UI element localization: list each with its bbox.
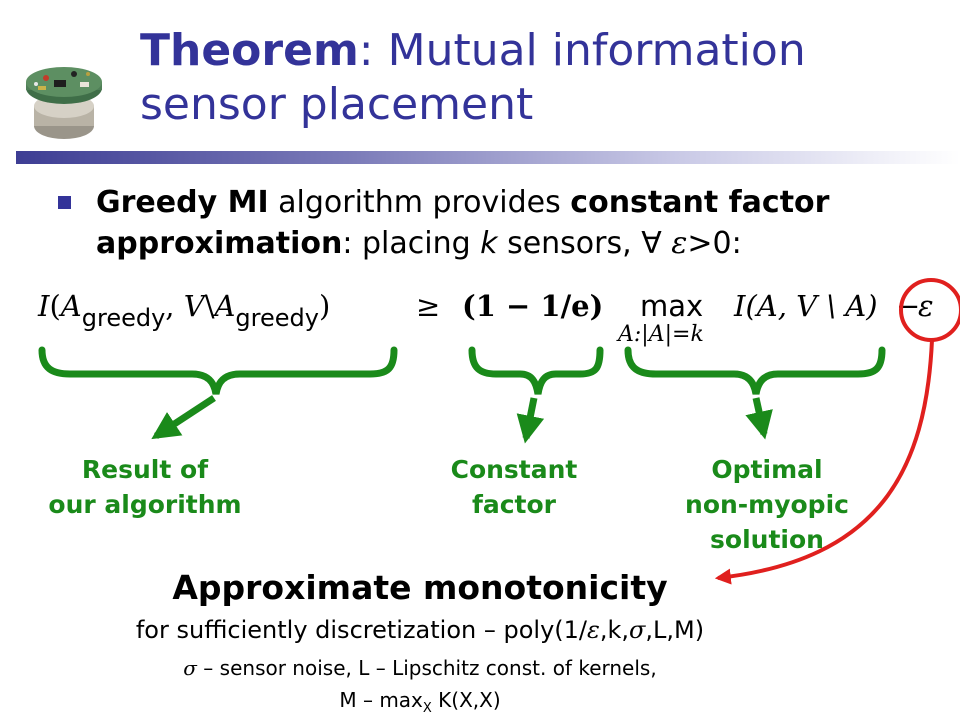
formula-max-subscript: A:|A|=k — [618, 322, 704, 347]
formula-factor: (1 − 1/e) — [462, 289, 604, 323]
slide-title: Theorem: Mutual information sensor place… — [140, 24, 940, 132]
label-optimal-line3: solution — [710, 525, 824, 554]
epsilon-symbol: ε — [671, 226, 688, 261]
formula-arg2: (A, V \ A) — [745, 289, 878, 323]
sensor-node-icon — [26, 67, 102, 139]
forall-symbol: ∀ — [641, 226, 662, 261]
max-definition-line: M – maxX K(X,X) — [0, 686, 840, 723]
title-bold: Theorem — [140, 25, 359, 76]
formula-V1: V — [183, 289, 205, 323]
bullet-b2: constant factor approximation — [96, 185, 830, 261]
label-optimal-solution: Optimal non-myopic solution — [660, 452, 874, 557]
bullet-k: k — [480, 226, 498, 261]
label-result-of-algorithm: Result of our algorithm — [20, 452, 270, 522]
bullet-t3: sensors, — [497, 226, 642, 261]
condition-mid: ,k, — [599, 616, 630, 644]
condition-post: ,L,M) — [645, 616, 705, 644]
bullet-square-icon — [58, 196, 71, 209]
condition-epsilon: ε — [586, 616, 600, 644]
condition-line: for sufficiently discretization – poly(1… — [0, 614, 840, 646]
bullet-t4: >0: — [687, 226, 742, 261]
label-optimal-line1: Optimal — [711, 455, 823, 484]
max-def-sub: X — [422, 701, 432, 716]
label-constant-line2: factor — [471, 490, 557, 519]
formula-geq: ≥ — [416, 289, 441, 323]
formula-max-argument: I(A, V \ A) — [734, 286, 878, 326]
formula-max: max — [640, 289, 704, 323]
label-constant-factor: Constant factor — [424, 452, 604, 522]
formula-I1: I — [38, 289, 50, 323]
bullet-t1: algorithm provides — [268, 185, 571, 220]
formula-greedy-sub2: greedy — [235, 304, 319, 332]
bullet-t2: : placing — [342, 226, 481, 261]
brace-optimal — [624, 346, 886, 395]
label-result-line1: Result of — [81, 455, 209, 484]
formula-lparen: ( — [49, 289, 61, 323]
arrow-result — [151, 395, 216, 440]
definition-text: – sensor noise, L – Lipschitz const. of … — [196, 656, 657, 680]
definition-sigma: σ — [183, 656, 197, 680]
formula: I(Agreedy, V\Agreedy) — [38, 286, 331, 332]
arrow-constant — [516, 397, 545, 444]
max-def-pre: M – max — [339, 688, 423, 712]
label-result-line2: our algorithm — [48, 490, 242, 519]
formula-A1: A — [60, 289, 82, 323]
brace-result — [38, 346, 398, 395]
title-rest: : Mutual information sensor placement — [140, 25, 806, 130]
label-optimal-line2: non-myopic — [685, 490, 849, 519]
formula-comma: , — [165, 289, 175, 323]
formula-greedy-sub1: greedy — [81, 304, 166, 332]
max-def-post: K(X,X) — [431, 688, 501, 712]
epsilon-highlight-circle — [899, 278, 960, 342]
formula-A2: A — [214, 289, 236, 323]
arrow-to-monotonicity — [714, 339, 934, 585]
bullet-b1: Greedy MI — [96, 185, 269, 220]
formula-setminus: \ — [204, 289, 215, 323]
condition-sigma: σ — [629, 616, 646, 644]
bullet-text: Greedy MI algorithm provides constant fa… — [96, 182, 946, 264]
arrow-optimal — [745, 397, 773, 440]
sigma-definition-line: σ – sensor noise, L – Lipschitz const. o… — [0, 654, 840, 682]
label-constant-line1: Constant — [450, 455, 578, 484]
brace-constant — [468, 346, 604, 395]
approx-monotonicity-heading: Approximate monotonicity — [172, 568, 668, 607]
title-underline — [16, 151, 960, 164]
condition-pre: for sufficiently discretization – poly(1… — [135, 616, 587, 644]
formula-rparen: ) — [318, 289, 331, 323]
formula-I2: I — [734, 289, 746, 323]
formula-epsilon: ε — [918, 289, 934, 323]
